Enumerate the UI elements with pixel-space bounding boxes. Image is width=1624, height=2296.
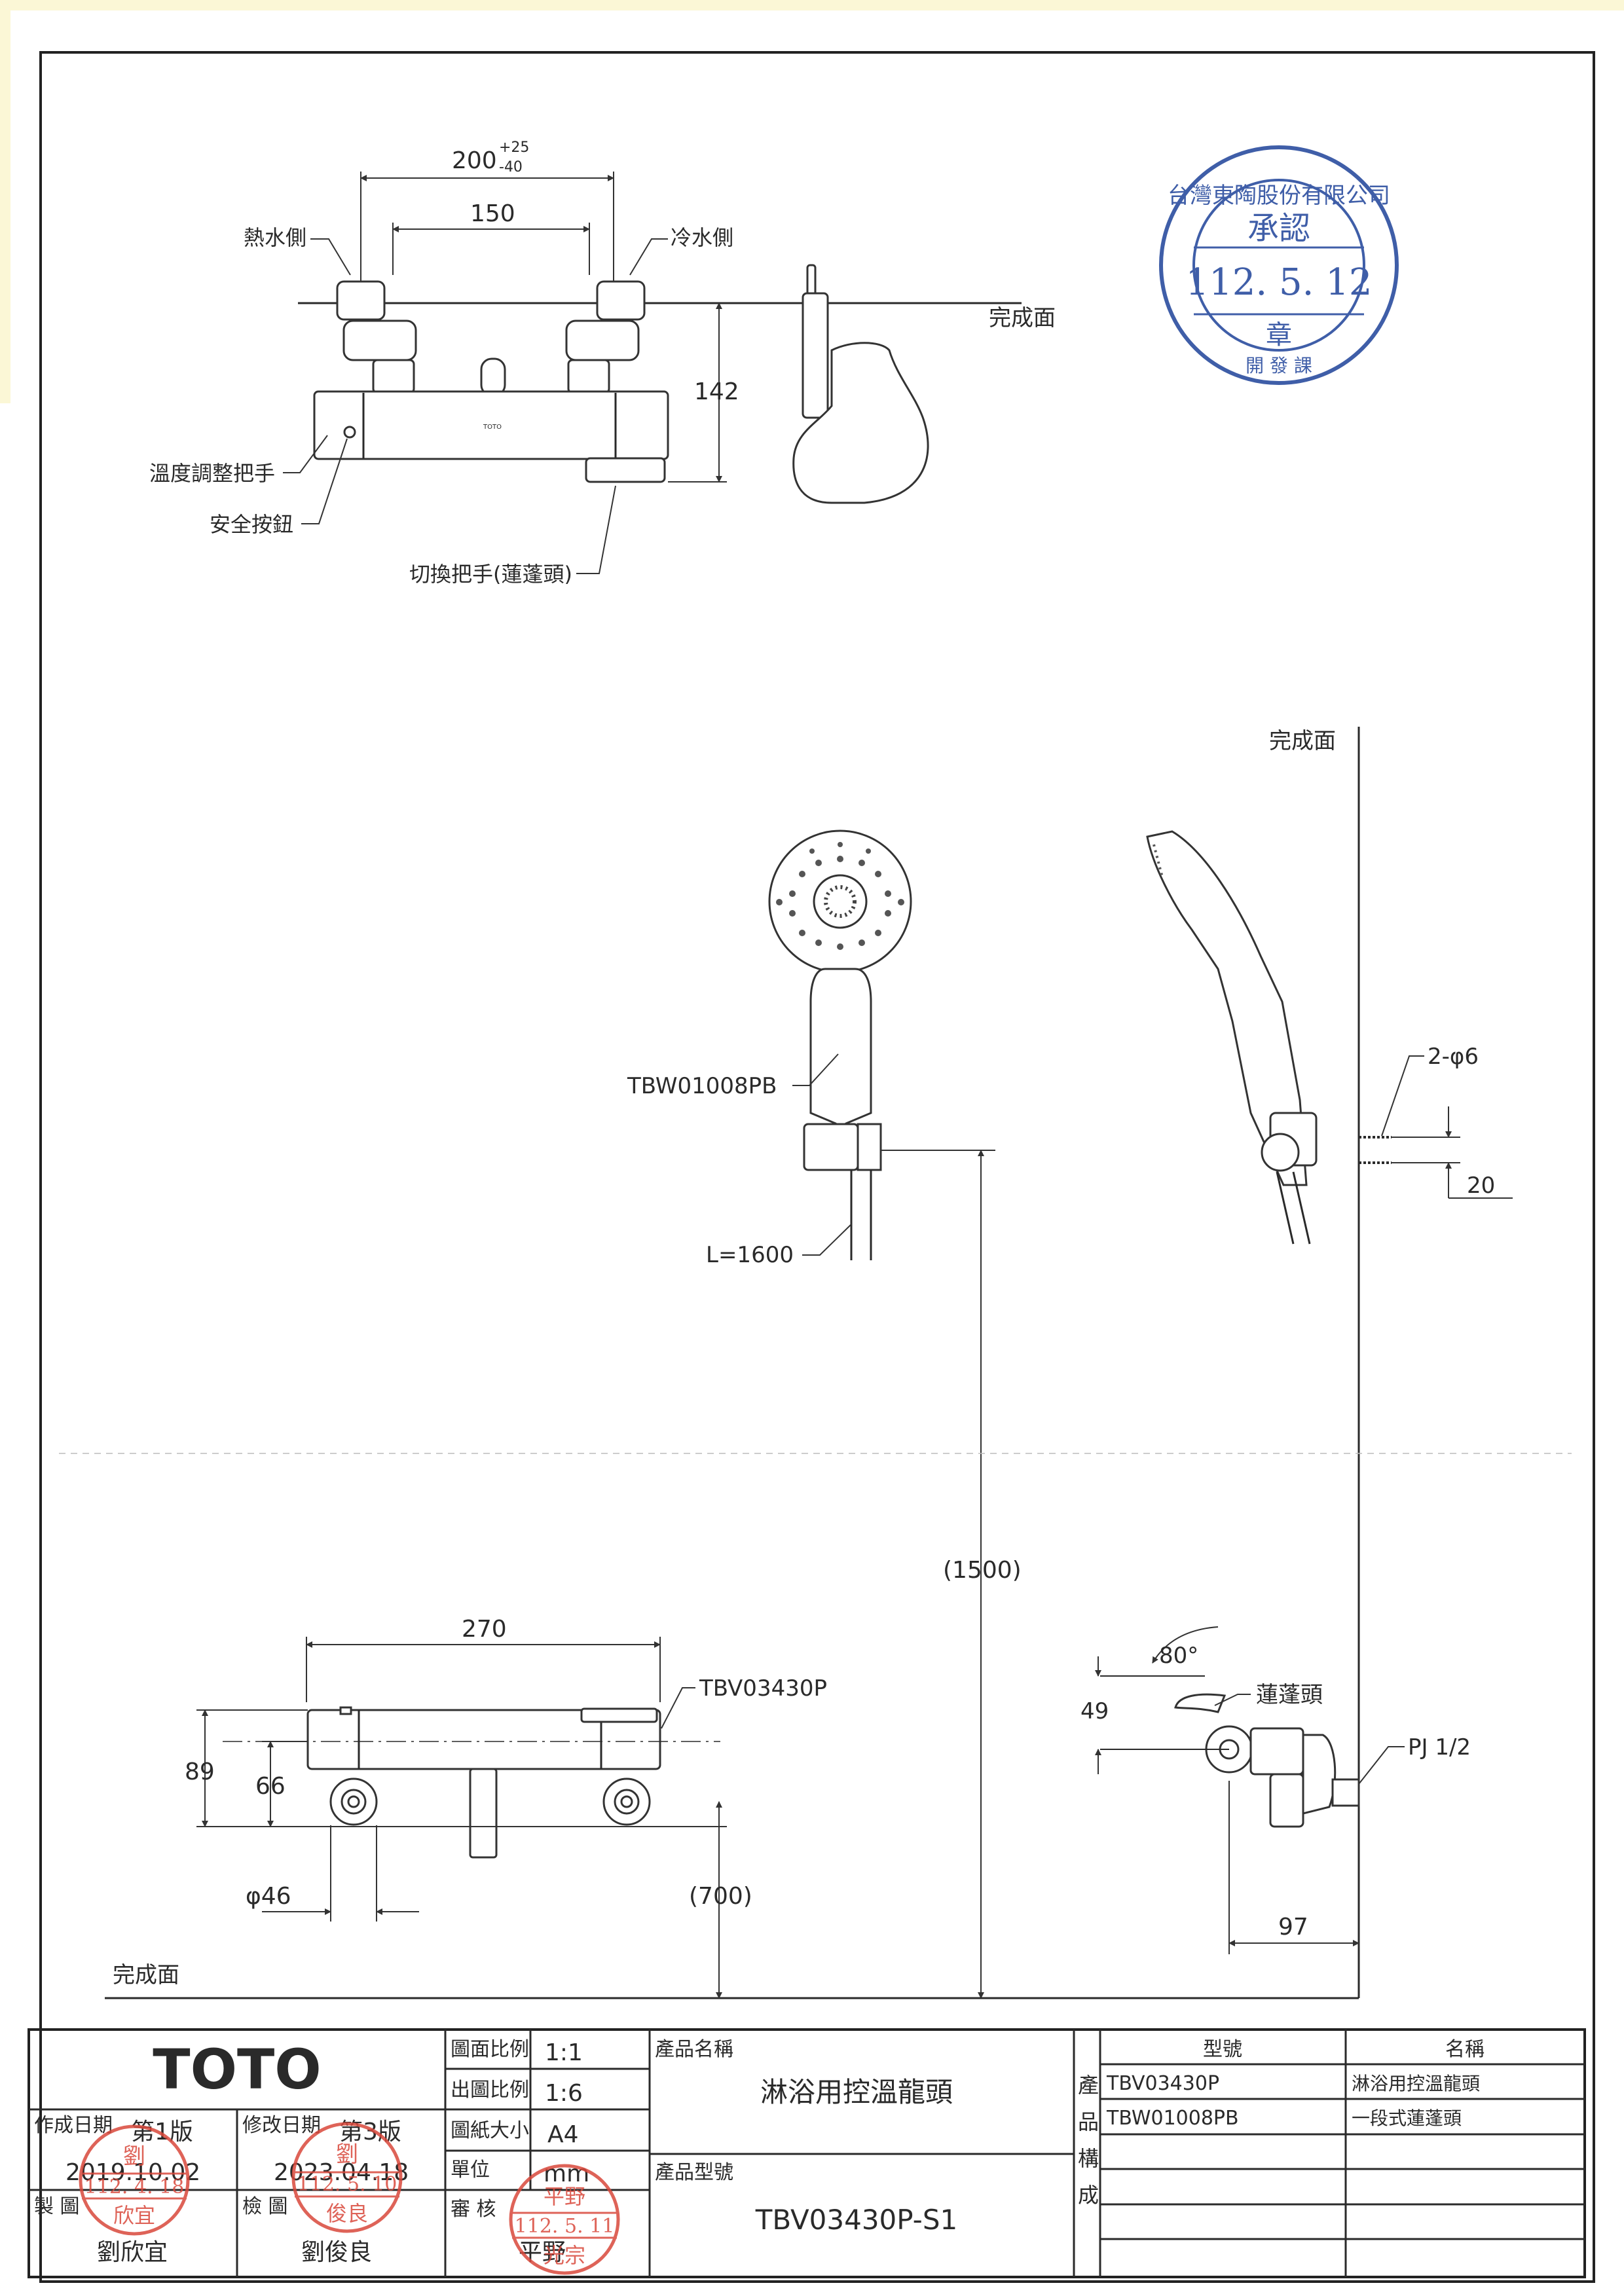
- dim-270: 270: [462, 1616, 507, 1643]
- finish-surface-label-floor: 完成面: [113, 1962, 179, 1988]
- create-edition: 第1版: [131, 2119, 193, 2145]
- drawing-scale-label: 圖面比例: [451, 2038, 529, 2061]
- checked-stamp-date: 112. 5. 10: [297, 2173, 397, 2196]
- hose-length-label: L=1600: [706, 1242, 794, 1268]
- dim-97: 97: [1278, 1914, 1308, 1941]
- composition-header-name: 名稱: [1445, 2038, 1485, 2061]
- reviewed-stamp: 平野 112. 5. 11 光宗: [509, 2164, 620, 2275]
- scan-top-strip: [0, 0, 1624, 10]
- paper-size: A4: [547, 2121, 579, 2148]
- dim-150: 150: [470, 200, 515, 227]
- review-label: 審 核: [451, 2198, 496, 2221]
- drawn-label: 製 圖: [34, 2195, 80, 2218]
- drawing-scale: 1:1: [545, 2039, 583, 2066]
- finish-surface-label-top: 完成面: [989, 305, 1056, 331]
- shower-model-label: TBW01008PB: [627, 1073, 777, 1099]
- product-name: 淋浴用控溫龍頭: [760, 2076, 953, 2108]
- checked-stamp-name: 劉: [336, 2141, 358, 2168]
- paper-size-label: 圖紙大小: [451, 2119, 529, 2142]
- revise-date-label: 修改日期: [242, 2114, 321, 2137]
- dim-80-deg: 80°: [1159, 1643, 1198, 1669]
- dim-66: 66: [255, 1773, 286, 1800]
- dim-49: 49: [1080, 1698, 1109, 1724]
- screw-spec-label: 2-φ6: [1428, 1044, 1479, 1070]
- output-scale: 1:6: [545, 2080, 583, 2107]
- checked-stamp: 劉 112. 5. 10 俊良: [291, 2122, 403, 2233]
- switch-handle-label: 切換把手(蓮蓬頭): [409, 562, 572, 587]
- hot-side-label: 熱水側: [244, 225, 306, 250]
- approval-stamp: 台灣東陶股份有限公司 承認 112. 5. 12 章 開 發 課: [1159, 145, 1399, 385]
- valve-model-label: TBV03430P: [699, 1675, 827, 1702]
- composition-row-1-model: TBV03430P: [1106, 2072, 1219, 2095]
- title-block: TOTO 作成日期 第1版 2019.10.02 修改日期 第3版 2023.0…: [28, 2028, 1586, 2278]
- reviewed-stamp-surname: 光宗: [544, 2243, 585, 2268]
- composition-row-1-name: 淋浴用控溫龍頭: [1352, 2073, 1480, 2094]
- top-brand-mark: TOTO: [483, 424, 502, 431]
- drawn-stamp-name: 劉: [123, 2143, 145, 2170]
- dim-200-tol-minus: -40: [499, 159, 523, 175]
- bottom-view: 完成面 270 TBV03430P 89 66: [105, 1616, 1471, 1999]
- approval-date: 112. 5. 12: [1186, 261, 1373, 304]
- dim-89: 89: [185, 1758, 215, 1785]
- safety-button-label: 安全按鈕: [210, 512, 293, 537]
- shower-head-label: 蓮蓬頭: [1256, 1682, 1323, 1708]
- approval-seal: 章: [1266, 320, 1292, 350]
- drawn-stamp-date: 112. 4. 18: [84, 2176, 185, 2198]
- drawn-stamp: 劉 112. 4. 18 欣宜: [79, 2124, 190, 2236]
- checked-stamp-surname: 俊良: [326, 2201, 368, 2226]
- top-view: 完成面 200 +25 -40 150 熱水側 冷水側 TOTO: [149, 139, 1056, 587]
- reviewed-by: 平野: [519, 2239, 566, 2266]
- drawn-by: 劉欣宜: [97, 2239, 168, 2266]
- composition-label: 產品構成: [1075, 2074, 1099, 2221]
- approval-company: 台灣東陶股份有限公司: [1168, 183, 1390, 209]
- composition-row-2-name: 一段式蓮蓬頭: [1352, 2107, 1462, 2129]
- dim-142: 142: [694, 378, 739, 405]
- screw-pitch-label: 20: [1467, 1173, 1495, 1199]
- cold-side-label: 冷水側: [671, 225, 733, 250]
- dim-1500: (1500): [943, 1557, 1022, 1584]
- dim-phi46: φ46: [246, 1883, 291, 1910]
- drawn-stamp-surname: 欣宜: [113, 2203, 155, 2228]
- dim-200-tol-plus: +25: [499, 139, 529, 156]
- finish-surface-label-wall: 完成面: [1269, 728, 1336, 754]
- composition-header-model: 型號: [1203, 2038, 1242, 2061]
- output-scale-label: 出圖比例: [451, 2079, 529, 2102]
- approval-title: 承認: [1247, 210, 1310, 247]
- dim-700: (700): [689, 1883, 752, 1910]
- scan-left-strip: [0, 10, 10, 403]
- unit-label: 單位: [451, 2159, 490, 2181]
- product-model: TBV03430P-S1: [755, 2204, 957, 2236]
- product-model-label: 產品型號: [655, 2161, 733, 2184]
- composition-row-2-model: TBW01008PB: [1106, 2107, 1239, 2130]
- reviewed-stamp-name: 平野: [544, 2184, 585, 2209]
- checked-by: 劉俊良: [301, 2239, 372, 2266]
- dim-200: 200: [452, 147, 497, 174]
- product-name-label: 產品名稱: [655, 2038, 733, 2061]
- middle-view: 完成面 TBW01008PB L=1600: [627, 727, 1513, 1999]
- checked-label: 檢 圖: [242, 2195, 288, 2218]
- page-frame: [39, 51, 1595, 2283]
- reviewed-stamp-date: 112. 5. 11: [515, 2215, 615, 2238]
- toto-logo: TOTO: [153, 2037, 321, 2102]
- create-date-label: 作成日期: [34, 2114, 113, 2137]
- approval-dept: 開 發 課: [1246, 355, 1312, 376]
- thread-label: PJ 1/2: [1408, 1734, 1471, 1760]
- temp-handle-label: 溫度調整把手: [149, 461, 275, 486]
